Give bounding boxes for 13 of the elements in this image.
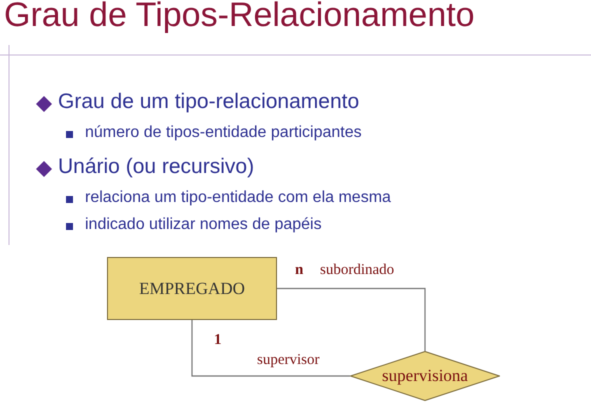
node-text: EMPREGADO — [139, 278, 245, 298]
sub-bullet-text: número de tipos-entidade participantes — [85, 124, 362, 142]
node-text: supervisiona — [382, 366, 468, 386]
sub-bullet-text: indicado utilizar nomes de papéis — [85, 216, 322, 234]
bullet-text: Unário (ou recursivo) — [58, 155, 254, 179]
slide-title: Grau de Tipos-Relacionamento — [4, 0, 475, 35]
sub-bullet-text: relaciona um tipo-entidade com ela mesma — [85, 189, 391, 207]
relationship-diamond — [350, 351, 500, 401]
connector-line — [191, 320, 350, 377]
role-label: supervisor — [255, 352, 322, 369]
bullet-text: Grau de um tipo-relacionamento — [58, 90, 360, 114]
entity-box — [107, 257, 277, 320]
connector-line — [277, 288, 426, 351]
